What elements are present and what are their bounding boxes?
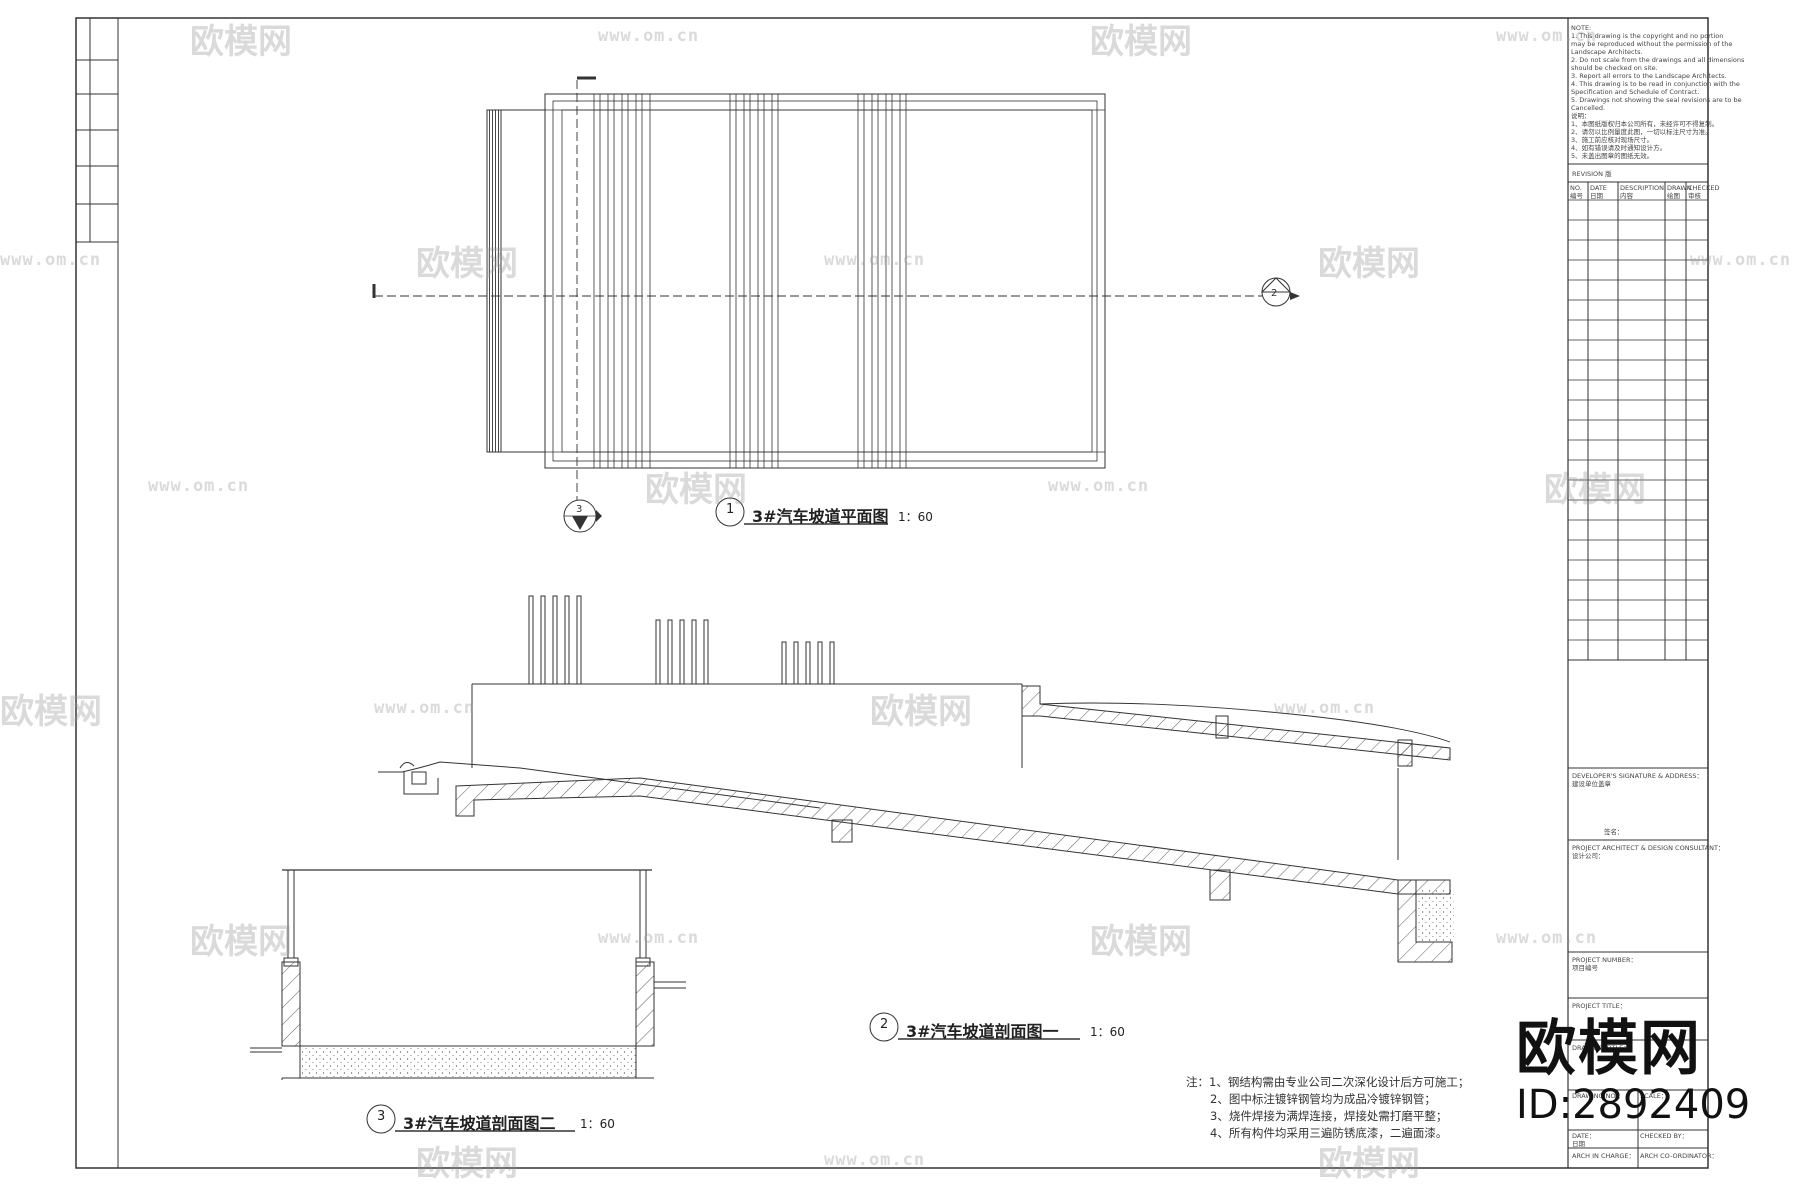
plan-view <box>372 76 1262 500</box>
drawing-2-title: 3#汽车坡道剖面图一 <box>906 1022 1059 1041</box>
watermark-brand: 欧模网 <box>1090 22 1192 62</box>
watermark-brand: 欧模网 <box>870 692 972 732</box>
tb-developer: DEVELOPER'S SIGNATURE & ADDRESS：建设单位盖章 <box>1572 772 1703 788</box>
drawing-3-no: 3 <box>377 1109 386 1124</box>
section-marker-3-label: 3 <box>576 504 582 515</box>
tb-scale: SCALE： <box>1640 1092 1668 1100</box>
upper-deck <box>1021 685 1451 761</box>
section-marker-2: 2 <box>1260 277 1300 307</box>
tb-date: DATE：日期 <box>1572 1132 1596 1148</box>
title-bubble-1 <box>715 497 888 527</box>
drawing-3-title: 3#汽车坡道剖面图二 <box>403 1114 556 1133</box>
watermark-brand: 欧模网 <box>1544 470 1646 510</box>
watermark-url: www.om.cn <box>1496 928 1598 948</box>
note-item: 2、图中标注镀锌钢管均为成品冷镀锌钢管； <box>1210 1092 1436 1106</box>
plan-beam-group-3 <box>857 94 907 468</box>
tb-project-title: PROJECT TITLE： <box>1572 1002 1627 1010</box>
watermark-brand: 欧模网 <box>416 1144 518 1184</box>
general-notes: 注：1、钢结构需由专业公司二次深化设计后方可施工； 2、图中标注镀锌钢管均为成品… <box>1186 1074 1469 1142</box>
section-marker-2-label: 2 <box>1271 288 1277 299</box>
tb-drawing-no: DRAWING NO.： <box>1572 1092 1624 1100</box>
tb-drawing-title: DRAWING TITLE： <box>1572 1044 1630 1052</box>
watermark-url: www.om.cn <box>1048 476 1150 496</box>
tb-checked: CHECKED BY： <box>1640 1132 1689 1140</box>
ramp-section <box>378 595 1454 963</box>
watermark-brand: 欧模网 <box>0 692 102 732</box>
canopy-posts-3 <box>781 641 835 685</box>
tb-notes-cn: 说明：1、本图纸版权归本公司所有，未经许可不得复制。2、请勿以比例量度此图，一切… <box>1571 112 1719 160</box>
tb-sign: 签名： <box>1604 828 1624 836</box>
drawing-1-no: 1 <box>726 502 735 517</box>
tb-project-number: PROJECT NUMBER：项目编号 <box>1572 956 1637 972</box>
tb-notes-en: NOTE:1. This drawing is the copyright an… <box>1571 24 1745 112</box>
binding-grid <box>75 17 119 243</box>
tb-arch-in-charge: ARCH IN CHARGE： <box>1572 1152 1636 1160</box>
watermark-url: www.om.cn <box>1690 250 1792 270</box>
watermark-url: www.om.cn <box>148 476 250 496</box>
tb-revision-label: REVISION 版 <box>1572 170 1612 178</box>
tb-rev-no: NO.编号 <box>1570 184 1583 200</box>
side-wall-right <box>635 961 655 1047</box>
tb-architect: PROJECT ARCHITECT & DESIGN CONSULTANT：设计… <box>1572 844 1725 860</box>
section-marker-3: 3 <box>563 499 602 533</box>
canopy-posts-2 <box>655 619 709 685</box>
watermark-brand: 欧模网 <box>1090 922 1192 962</box>
watermark-brand: 欧模网 <box>190 22 292 62</box>
watermark-brand: 欧模网 <box>1318 244 1420 284</box>
tb-arch-coord: ARCH CO-ORDINATOR： <box>1640 1152 1718 1160</box>
drawing-3-scale: 1：60 <box>580 1117 615 1131</box>
watermark-brand: 欧模网 <box>645 470 747 510</box>
watermark-url: www.om.cn <box>1274 698 1376 718</box>
watermark-brand: 欧模网 <box>190 922 292 962</box>
side-wall-left <box>281 961 301 1047</box>
brand-id: ID:2892409 <box>1516 1082 1751 1128</box>
watermark-url: www.om.cn <box>598 26 700 46</box>
note-item: 4、所有构件均采用三遍防锈底漆，二遍面漆。 <box>1210 1126 1448 1140</box>
note-item: 1、钢结构需由专业公司二次深化设计后方可施工； <box>1209 1075 1470 1089</box>
title-bubble-2 <box>869 1012 1080 1042</box>
brand-logo: 欧模网 <box>1516 1014 1702 1084</box>
canopy-posts-1 <box>528 595 582 685</box>
drawing-2-no: 2 <box>880 1017 889 1032</box>
side-section <box>250 869 686 1080</box>
drawing-2-scale: 1：60 <box>1090 1025 1125 1039</box>
sheet-frame <box>75 17 1709 1169</box>
drawing-1-title: 3#汽车坡道平面图 <box>752 507 889 526</box>
plan-beam-group-1 <box>593 94 651 468</box>
watermark-brand: 欧模网 <box>1318 1144 1420 1184</box>
watermark-url: www.om.cn <box>374 698 476 718</box>
watermark-url: www.om.cn <box>0 250 102 270</box>
revision-grid <box>1568 199 1708 641</box>
notes-lead: 注： <box>1186 1075 1209 1089</box>
ramp-slab <box>455 777 1451 895</box>
watermark-url: www.om.cn <box>1496 26 1598 46</box>
watermark-brand: 欧模网 <box>416 244 518 284</box>
plan-beam-group-2 <box>729 94 779 468</box>
note-item: 3、烧件焊接为满焊连接，焊接处需打磨平整； <box>1210 1109 1448 1123</box>
side-floor-slab <box>299 1045 637 1079</box>
title-bubble-3 <box>366 1104 575 1134</box>
watermark-url: www.om.cn <box>824 250 926 270</box>
drawing-1-scale: 1：60 <box>898 510 933 524</box>
watermark-url: www.om.cn <box>824 1150 926 1170</box>
watermark-url: www.om.cn <box>598 928 700 948</box>
